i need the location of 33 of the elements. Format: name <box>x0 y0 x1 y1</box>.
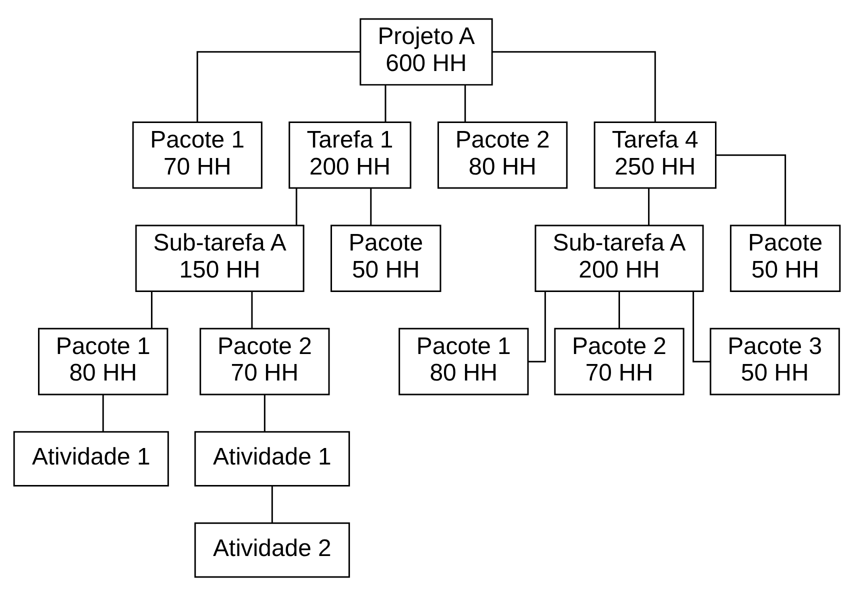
node-box: Pacote 50 HH <box>730 224 841 292</box>
node-box: Pacote 2 70 HH <box>554 327 684 395</box>
node-box: Atividade 1 <box>194 430 350 486</box>
connector <box>692 291 710 362</box>
node-box: Pacote 2 80 HH <box>437 120 568 188</box>
node-box: Pacote 2 70 HH <box>200 327 330 395</box>
node-box: Projeto A 600 HH <box>360 18 493 86</box>
connector <box>296 188 298 225</box>
node-box: Sub-tarefa A 150 HH <box>135 224 304 292</box>
connector <box>102 394 104 432</box>
connector <box>370 188 372 225</box>
node-box: Pacote 1 80 HH <box>38 327 168 395</box>
connector <box>150 291 152 328</box>
connector <box>264 394 266 432</box>
node-box: Atividade 1 <box>13 430 169 486</box>
node-box: Atividade 2 <box>194 522 350 578</box>
connector <box>271 486 273 522</box>
connector <box>716 154 786 225</box>
node-box: Pacote 3 50 HH <box>710 327 840 395</box>
node-box: Tarefa 1 200 HH <box>288 120 412 188</box>
connector <box>618 291 620 328</box>
connector <box>648 188 650 225</box>
connector <box>492 50 656 122</box>
connector <box>384 84 386 122</box>
connector <box>464 84 466 122</box>
node-box: Sub-tarefa A 200 HH <box>534 224 704 292</box>
node-box: Pacote 1 80 HH <box>398 327 529 395</box>
connector <box>528 291 546 362</box>
connector <box>196 50 360 122</box>
connector <box>251 291 253 328</box>
node-box: Pacote 50 HH <box>330 224 442 292</box>
node-box: Pacote 1 70 HH <box>132 120 262 188</box>
node-box: Tarefa 4 250 HH <box>594 120 716 188</box>
